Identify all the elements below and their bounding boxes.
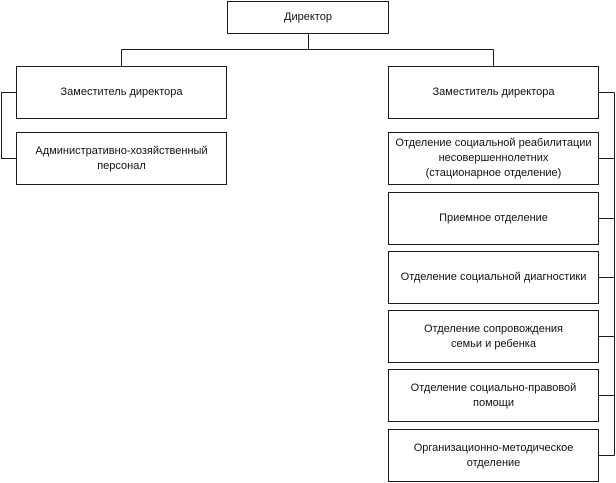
line-left-spine	[1, 92, 16, 159]
deputy-director-right-box: Заместитель директора	[388, 66, 599, 119]
dept-reception-box: Приемное отделение	[388, 192, 599, 245]
dept-social-rehab-box: Отделение социальной реабилитации несове…	[388, 132, 599, 185]
deputy-director-left-box: Заместитель директора	[16, 66, 227, 119]
director-box: Директор	[227, 1, 389, 34]
admin-staff-box: Административно-хозяйственный персонал	[16, 132, 227, 185]
dept-methodology-box: Организационно-методическое отделение	[388, 429, 599, 482]
dept-social-diagnostics-box: Отделение социальной диагностики	[388, 251, 599, 304]
dept-legal-aid-box: Отделение социально-правовой помощи	[388, 369, 599, 422]
dept-family-support-box: Отделение сопровождения семьи и ребенка	[388, 310, 599, 363]
